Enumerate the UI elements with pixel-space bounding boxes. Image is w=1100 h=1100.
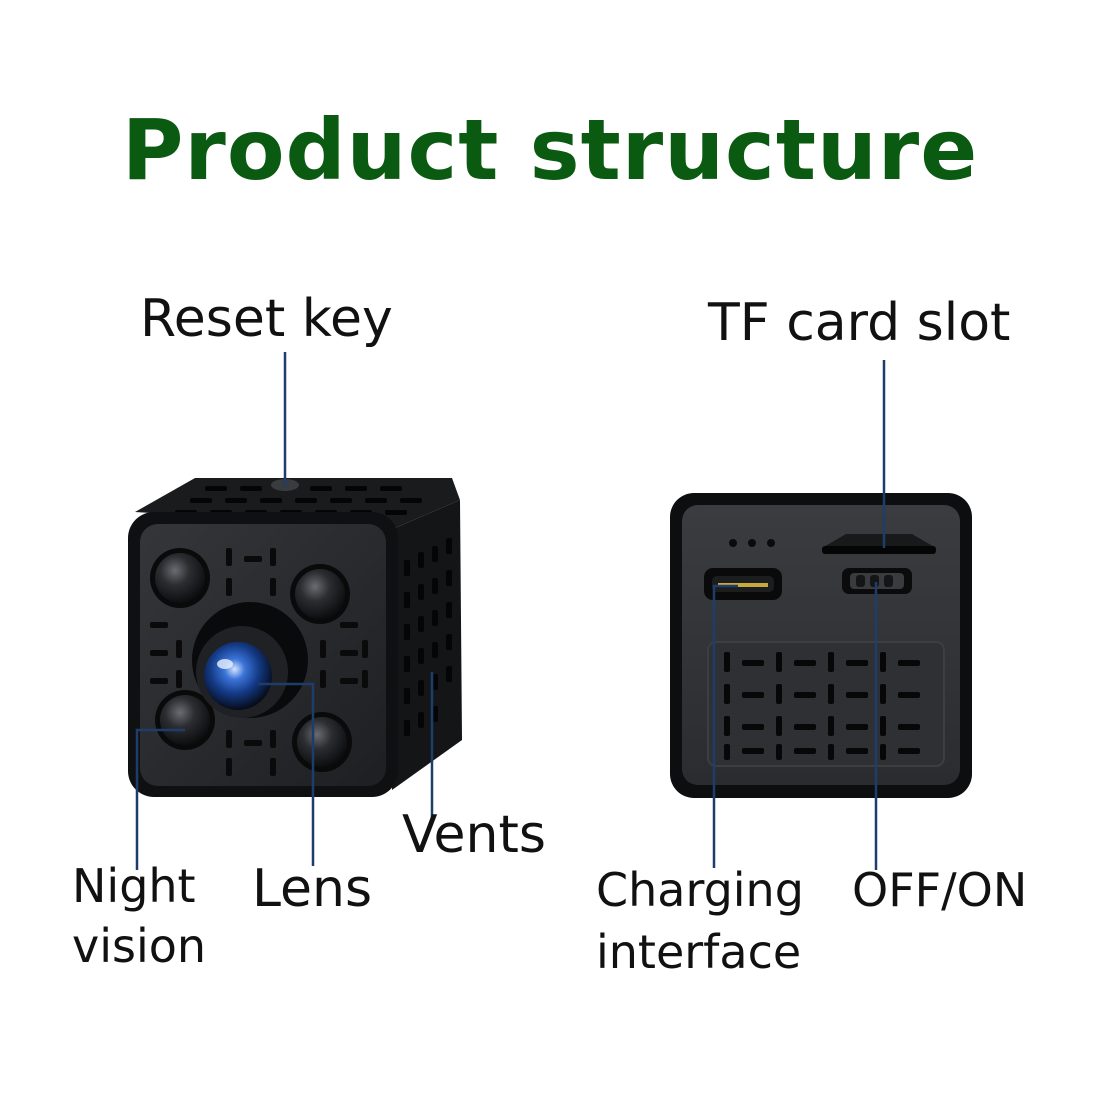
label-night-vision-line1: Night	[72, 859, 196, 913]
leader-line-charging	[712, 584, 738, 868]
power-switch	[842, 568, 912, 594]
camera-front-view	[128, 478, 462, 797]
label-night-vision-line2: vision	[72, 919, 207, 973]
leader-line-lens	[258, 682, 315, 866]
page-title: Product structure	[121, 101, 979, 199]
label-charging-line2: interface	[596, 925, 802, 979]
label-off-on: OFF/ON	[852, 863, 1028, 917]
label-charging-line1: Charging	[596, 863, 804, 917]
leader-lines	[135, 352, 886, 870]
label-reset-key: Reset key	[140, 289, 393, 349]
back-vents	[724, 652, 920, 760]
side-vents	[404, 538, 452, 736]
leader-line-night-vision	[135, 728, 185, 870]
tf-card-slot	[822, 534, 936, 554]
label-vents: Vents	[402, 805, 546, 865]
label-tf-card-slot: TF card slot	[708, 293, 1011, 353]
night-vision-leds	[150, 548, 352, 772]
camera-back-view	[670, 493, 972, 798]
label-lens: Lens	[252, 859, 373, 919]
charging-port	[704, 568, 782, 600]
front-vents	[150, 548, 368, 776]
top-vents	[175, 486, 422, 515]
lens	[192, 602, 308, 718]
